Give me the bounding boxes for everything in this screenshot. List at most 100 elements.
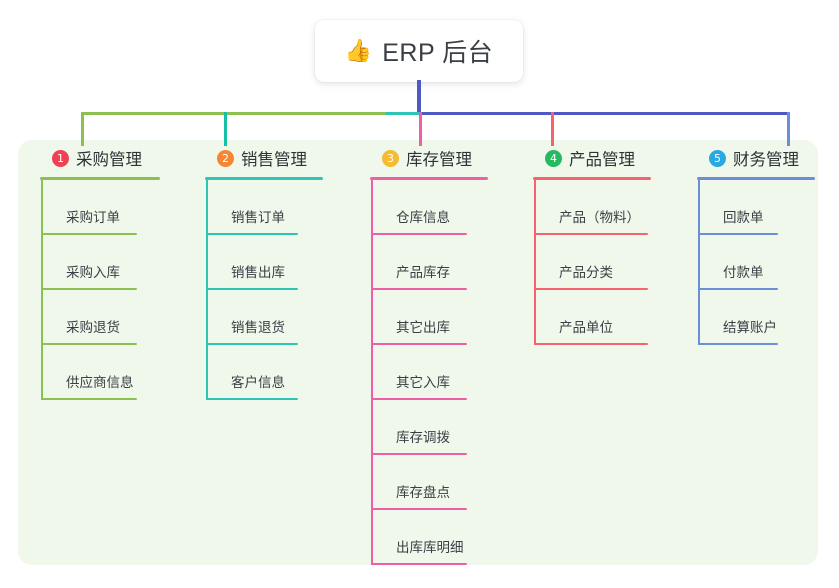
branch-header-4[interactable]: 4 产品管理 [533,146,651,170]
leaf-underline [206,233,298,235]
branch-underline-5 [697,177,815,180]
leaf-node[interactable]: 产品（物料） [533,180,651,235]
bus-line-segment-1 [81,112,386,115]
branch-underline-2 [205,177,323,180]
root-title: ERP 后台 [382,39,494,67]
leaf-underline [534,233,648,235]
branch-badge-1: 1 [52,149,69,167]
bus-line-segment-2 [386,112,419,115]
branch-title-1: 采购管理 [76,151,142,169]
branch-badge-5: 5 [709,149,726,167]
leaf-node[interactable]: 采购订单 [40,180,160,235]
leaf-node[interactable]: 出库库明细 [370,510,488,565]
leaf-node[interactable]: 结算账户 [697,290,815,345]
leaf-node[interactable]: 销售订单 [205,180,323,235]
branch-spine-2 [206,180,208,400]
branch-column-3: 3 库存管理仓库信息产品库存其它出库其它入库库存调拨库存盘点出库库明细 [370,146,488,565]
leaf-node[interactable]: 回款单 [697,180,815,235]
leaf-node[interactable]: 其它出库 [370,290,488,345]
branch-header-5[interactable]: 5 财务管理 [697,146,815,170]
thumbs-up-icon: 👍 [344,38,373,63]
branch-header-3[interactable]: 3 库存管理 [370,146,488,170]
leaf-underline [371,453,467,455]
leaf-node[interactable]: 仓库信息 [370,180,488,235]
leaf-node[interactable]: 库存盘点 [370,455,488,510]
diagram-panel [18,140,818,565]
leaf-label: 采购退货 [66,320,120,335]
leaf-label: 客户信息 [231,375,285,390]
leaf-underline [534,343,648,345]
leaf-underline [698,343,778,345]
leaf-underline [371,563,467,565]
leaf-label: 销售退货 [231,320,285,335]
branch-drop-line-4 [551,112,554,146]
leaf-node[interactable]: 库存调拨 [370,400,488,455]
branch-title-3: 库存管理 [406,151,472,169]
branch-badge-3: 3 [382,149,399,167]
leaf-underline [371,398,467,400]
branch-column-4: 4 产品管理产品（物料） 产品分类产品单位 [533,146,651,345]
branch-header-1[interactable]: 1 采购管理 [40,146,160,170]
leaf-node[interactable]: 产品库存 [370,235,488,290]
leaf-label: 产品分类 [559,265,613,280]
branch-spine-3 [371,180,373,565]
branch-title-2: 销售管理 [241,151,307,169]
leaf-node[interactable]: 产品分类 [533,235,651,290]
branch-title-5: 财务管理 [733,151,799,169]
branch-underline-4 [533,177,651,180]
leaf-underline [371,288,467,290]
leaf-underline [41,233,137,235]
leaf-underline [41,398,137,400]
branch-drop-line-2 [224,112,227,146]
leaf-label: 产品库存 [396,265,450,280]
leaf-label: 付款单 [723,265,764,280]
leaf-node[interactable]: 供应商信息 [40,345,160,400]
leaf-underline [371,233,467,235]
leaf-label: 回款单 [723,210,764,225]
leaf-node[interactable]: 其它入库 [370,345,488,400]
leaf-label: 库存盘点 [396,485,450,500]
leaf-label: 销售出库 [231,265,285,280]
root-stem-line [417,80,421,115]
root-node[interactable]: 👍 ERP 后台 [315,20,523,82]
branch-items-3: 仓库信息产品库存其它出库其它入库库存调拨库存盘点出库库明细 [370,180,488,565]
leaf-label: 其它入库 [396,375,450,390]
leaf-label: 产品（物料） [559,210,640,225]
leaf-label: 采购入库 [66,265,120,280]
leaf-node[interactable]: 销售退货 [205,290,323,345]
branch-spine-5 [698,180,700,345]
leaf-label: 仓库信息 [396,210,450,225]
leaf-node[interactable]: 产品单位 [533,290,651,345]
leaf-underline [41,343,137,345]
leaf-label: 出库库明细 [396,540,464,555]
leaf-node[interactable]: 付款单 [697,235,815,290]
branch-underline-3 [370,177,488,180]
branch-badge-4: 4 [545,149,562,167]
leaf-node[interactable]: 采购退货 [40,290,160,345]
leaf-underline [534,288,648,290]
leaf-label: 其它出库 [396,320,450,335]
leaf-node[interactable]: 销售出库 [205,235,323,290]
leaf-underline [41,288,137,290]
leaf-underline [206,343,298,345]
leaf-label: 库存调拨 [396,430,450,445]
leaf-underline [371,508,467,510]
branch-items-1: 采购订单采购入库采购退货供应商信息 [40,180,160,400]
leaf-underline [206,398,298,400]
leaf-underline [371,343,467,345]
branch-title-4: 产品管理 [569,151,635,169]
leaf-label: 销售订单 [231,210,285,225]
branch-spine-4 [534,180,536,345]
branch-items-2: 销售订单销售出库销售退货客户信息 [205,180,323,400]
branch-drop-line-5 [787,112,790,146]
leaf-node[interactable]: 采购入库 [40,235,160,290]
leaf-underline [698,233,778,235]
leaf-label: 产品单位 [559,320,613,335]
leaf-node[interactable]: 客户信息 [205,345,323,400]
branch-spine-1 [41,180,43,400]
branch-items-4: 产品（物料） 产品分类产品单位 [533,180,651,345]
leaf-label: 供应商信息 [66,375,134,390]
bus-line-right [419,112,790,115]
